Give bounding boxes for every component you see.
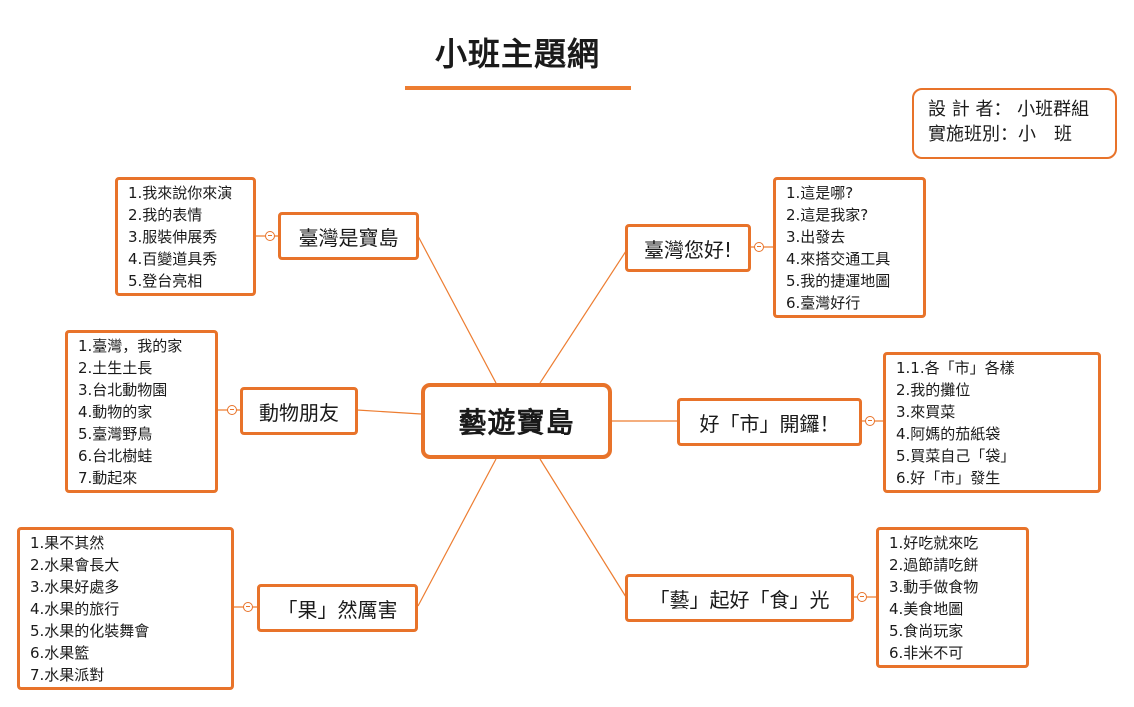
list-item: 4.美食地圖 (889, 600, 964, 618)
link-center-to-topic-6 (539, 458, 627, 598)
list-item: 2.我的攤位 (896, 381, 971, 399)
branch-5-activity-list: 1.果不其然 2.水果會長大 3.水果好處多 4.水果的旅行 5.水果的化裝舞會… (17, 527, 234, 690)
branch-3-activity-list: 1.臺灣，我的家 2.土生土長 3.台北動物園 4.動物的家 5.臺灣野鳥 6.… (65, 330, 218, 493)
branch-1-collapse-icon[interactable] (265, 231, 275, 241)
link-center-to-topic-5 (417, 458, 497, 607)
list-item: 3.出發去 (786, 228, 846, 246)
list-item: 5.買菜自己「袋」 (896, 447, 1016, 465)
list-item: 4.來搭交通工具 (786, 250, 891, 268)
branch-1-topic-node[interactable]: 臺灣是寶島 (278, 212, 419, 260)
list-item: 3.來買菜 (896, 403, 956, 421)
list-item: 5.登台亮相 (128, 272, 203, 290)
list-item: 3.服裝伸展秀 (128, 228, 218, 246)
title-underline (405, 86, 631, 90)
branch-2-collapse-icon[interactable] (754, 242, 764, 252)
class-line: 實施班別：小 班 (928, 124, 1072, 145)
central-theme-node[interactable]: 藝遊寶島 (421, 383, 612, 459)
branch-5-topic-node[interactable]: 「果」然厲害 (257, 584, 418, 632)
list-item: 1.臺灣，我的家 (78, 337, 183, 355)
branch-5-collapse-icon[interactable] (243, 602, 253, 612)
list-item: 6.好「市」發生 (896, 469, 1001, 487)
list-item: 6.非米不可 (889, 644, 964, 662)
list-item: 4.阿媽的茄紙袋 (896, 425, 1001, 443)
list-item: 3.水果好處多 (30, 578, 120, 596)
list-item: 1.我來說你來演 (128, 184, 233, 202)
list-item: 2.水果會長大 (30, 556, 120, 574)
designer-line: 設 計 者： 小班群組 (928, 99, 1090, 120)
branch-6-collapse-icon[interactable] (857, 592, 867, 602)
link-center-to-topic-1 (417, 235, 497, 384)
list-item: 2.我的表情 (128, 206, 203, 224)
list-item: 2.這是我家? (786, 206, 869, 224)
list-item: 1.好吃就來吃 (889, 534, 979, 552)
link-center-to-topic-2 (539, 247, 629, 384)
branch-3-topic-node[interactable]: 動物朋友 (240, 387, 358, 435)
page-title: 小班主題網 (434, 35, 600, 73)
list-item: 7.水果派對 (30, 666, 105, 684)
list-item: 3.動手做食物 (889, 578, 979, 596)
designer-info-box: 設 計 者： 小班群組 實施班別：小 班 (912, 88, 1117, 159)
list-item: 5.水果的化裝舞會 (30, 622, 150, 640)
branch-1-activity-list: 1.我來說你來演 2.我的表情 3.服裝伸展秀 4.百變道具秀 5.登台亮相 (115, 177, 256, 296)
list-item: 5.食尚玩家 (889, 622, 964, 640)
list-item: 5.臺灣野鳥 (78, 425, 153, 443)
list-item: 1.這是哪? (786, 184, 854, 202)
list-item: 2.土生土長 (78, 359, 153, 377)
list-item: 2.過節請吃餅 (889, 556, 979, 574)
list-item: 1.果不其然 (30, 534, 105, 552)
list-item: 5.我的捷運地圖 (786, 272, 891, 290)
list-item: 3.台北動物園 (78, 381, 168, 399)
list-item: 4.動物的家 (78, 403, 153, 421)
branch-3-collapse-icon[interactable] (227, 405, 237, 415)
list-item: 4.百變道具秀 (128, 250, 218, 268)
list-item: 4.水果的旅行 (30, 600, 120, 618)
list-item: 7.動起來 (78, 469, 138, 487)
list-item: 6.臺灣好行 (786, 294, 861, 312)
branch-2-topic-node[interactable]: 臺灣您好! (625, 224, 751, 272)
branch-2-activity-list: 1.這是哪? 2.這是我家? 3.出發去 4.來搭交通工具 5.我的捷運地圖 6… (773, 177, 926, 318)
branch-6-activity-list: 1.好吃就來吃 2.過節請吃餅 3.動手做食物 4.美食地圖 5.食尚玩家 6.… (876, 527, 1029, 668)
list-item: 1.1.各「市」各樣 (896, 359, 1015, 377)
link-center-to-topic-3 (356, 409, 422, 415)
branch-4-topic-node[interactable]: 好「市」開鑼！ (677, 398, 862, 446)
list-item: 6.水果籃 (30, 644, 90, 662)
branch-6-topic-node[interactable]: 「藝」起好「食」光 (625, 574, 854, 622)
branch-4-activity-list: 1.1.各「市」各樣 2.我的攤位 3.來買菜 4.阿媽的茄紙袋 5.買菜自己「… (883, 352, 1101, 493)
list-item: 6.台北樹蛙 (78, 447, 153, 465)
branch-4-collapse-icon[interactable] (865, 416, 875, 426)
